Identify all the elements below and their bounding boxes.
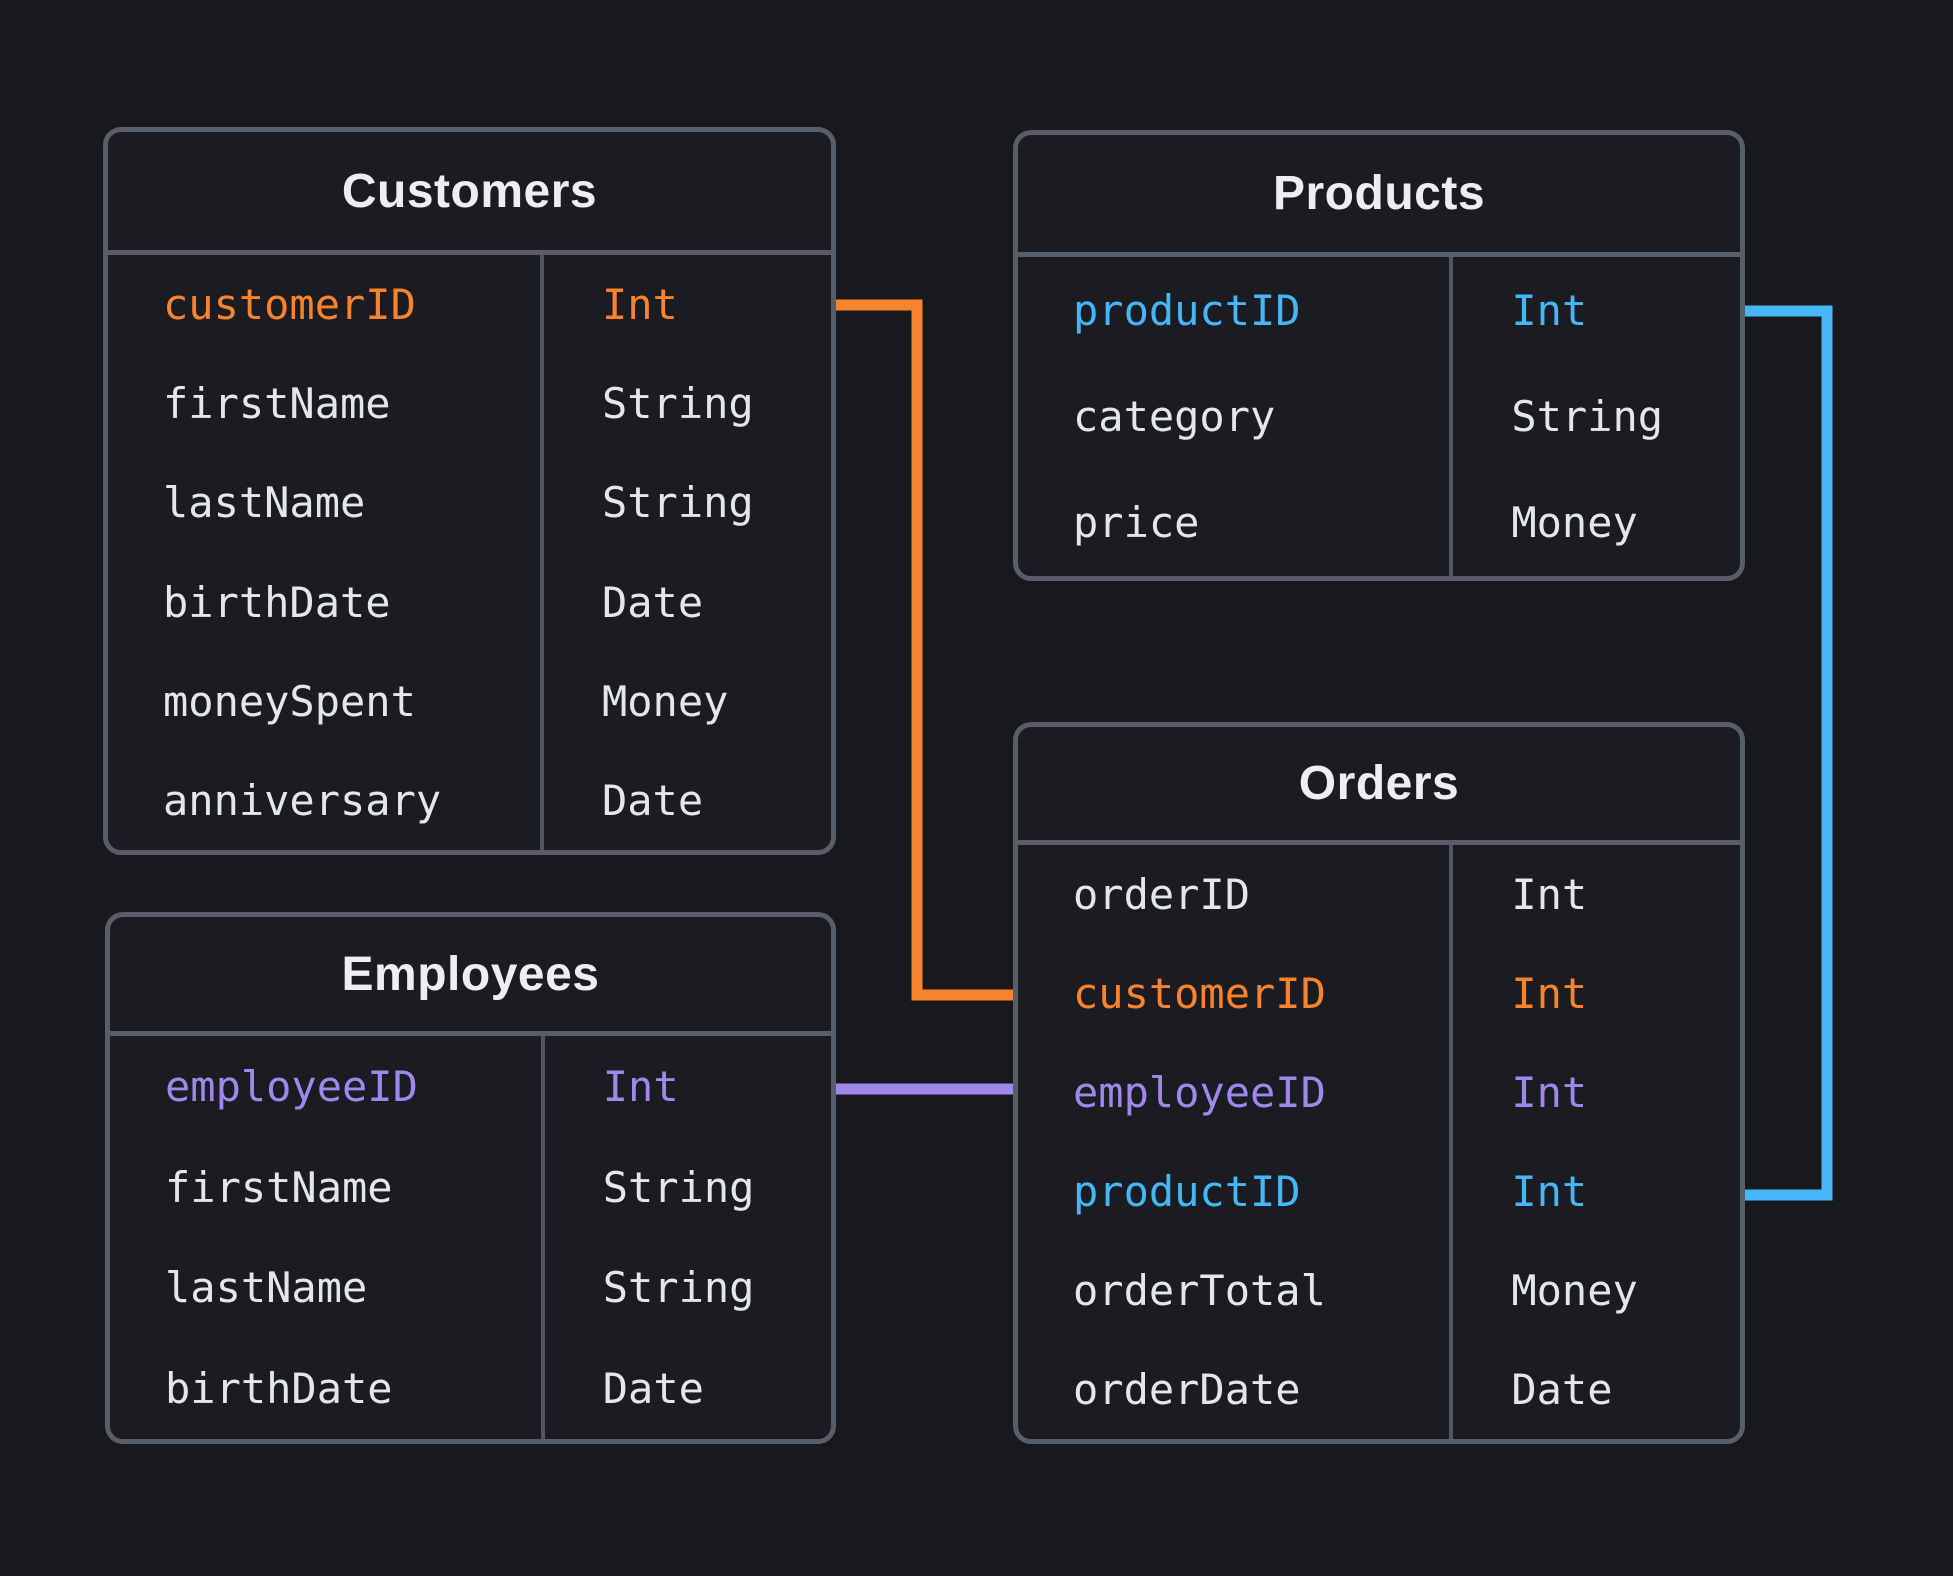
table-customers: Customers customerID firstName lastName …	[103, 127, 836, 855]
field-type: Int	[601, 280, 678, 330]
field-name: lastName	[163, 478, 366, 528]
field-type: Date	[601, 577, 704, 627]
table-title: Employees	[341, 947, 600, 1001]
field-name-column: productID category price	[1018, 257, 1454, 576]
field-name-column: customerID firstName lastName birthDate …	[108, 255, 544, 850]
field-type: Money	[1511, 1266, 1638, 1315]
table-orders: Orders orderID customerID employeeID pro…	[1013, 722, 1745, 1444]
field-name: orderTotal	[1073, 1266, 1326, 1315]
table-employees: Employees employeeID firstName lastName …	[105, 912, 836, 1444]
field-type: String	[601, 379, 754, 429]
field-name-column: employeeID firstName lastName birthDate	[110, 1036, 545, 1439]
field-type-column: Int String String Date	[545, 1036, 831, 1439]
field-name: birthDate	[165, 1364, 393, 1414]
field-name-column: orderID customerID employeeID productID …	[1018, 845, 1454, 1439]
field-type: String	[602, 1162, 755, 1212]
field-type: String	[1511, 391, 1664, 441]
field-type: String	[601, 478, 754, 528]
table-products: Products productID category price Int St…	[1013, 130, 1745, 581]
table-body: orderID customerID employeeID productID …	[1018, 845, 1740, 1439]
field-name: firstName	[163, 379, 391, 429]
table-header: Orders	[1018, 727, 1740, 845]
fk-line-products-orders	[1745, 305, 1833, 1201]
field-type: Date	[602, 1364, 704, 1414]
table-header: Products	[1018, 135, 1740, 257]
field-type: Money	[601, 676, 729, 726]
field-name: customerID	[163, 280, 416, 330]
field-type: Money	[1511, 498, 1638, 548]
field-type-column: Int String String Date Money Date	[544, 255, 831, 850]
field-name: price	[1073, 498, 1200, 548]
field-name: anniversary	[163, 775, 442, 825]
field-type: Date	[1511, 1365, 1613, 1414]
table-title: Products	[1272, 167, 1486, 220]
table-body: customerID firstName lastName birthDate …	[108, 255, 831, 850]
field-name: productID	[1073, 1167, 1301, 1216]
field-name: productID	[1073, 285, 1301, 335]
field-type-column: Int String Money	[1453, 257, 1740, 576]
field-name: category	[1073, 391, 1276, 441]
field-name: birthDate	[163, 577, 391, 627]
table-title: Orders	[1298, 757, 1460, 810]
field-name: lastName	[165, 1263, 368, 1313]
fk-line-customers-orders	[836, 299, 1013, 1001]
field-type: Int	[1511, 285, 1588, 335]
field-type: Int	[1511, 1167, 1588, 1216]
field-name: employeeID	[1073, 1068, 1326, 1117]
table-body: employeeID firstName lastName birthDate …	[110, 1036, 831, 1439]
table-body: productID category price Int String Mone…	[1018, 257, 1740, 576]
field-name: firstName	[165, 1162, 393, 1212]
field-type-column: Int Int Int Int Money Date	[1453, 845, 1740, 1439]
table-title: Customers	[341, 164, 598, 218]
field-type: Int	[602, 1061, 679, 1111]
field-name: orderDate	[1073, 1365, 1301, 1414]
field-name: moneySpent	[163, 676, 416, 726]
table-header: Customers	[108, 132, 831, 255]
field-type: Int	[1511, 1068, 1588, 1117]
field-type: Int	[1511, 969, 1588, 1018]
table-header: Employees	[110, 917, 831, 1036]
field-name: orderID	[1073, 870, 1251, 919]
field-type: Int	[1511, 870, 1588, 919]
field-name: customerID	[1073, 969, 1326, 1018]
field-type: Date	[601, 775, 704, 825]
field-type: String	[602, 1263, 755, 1313]
field-name: employeeID	[165, 1061, 418, 1111]
